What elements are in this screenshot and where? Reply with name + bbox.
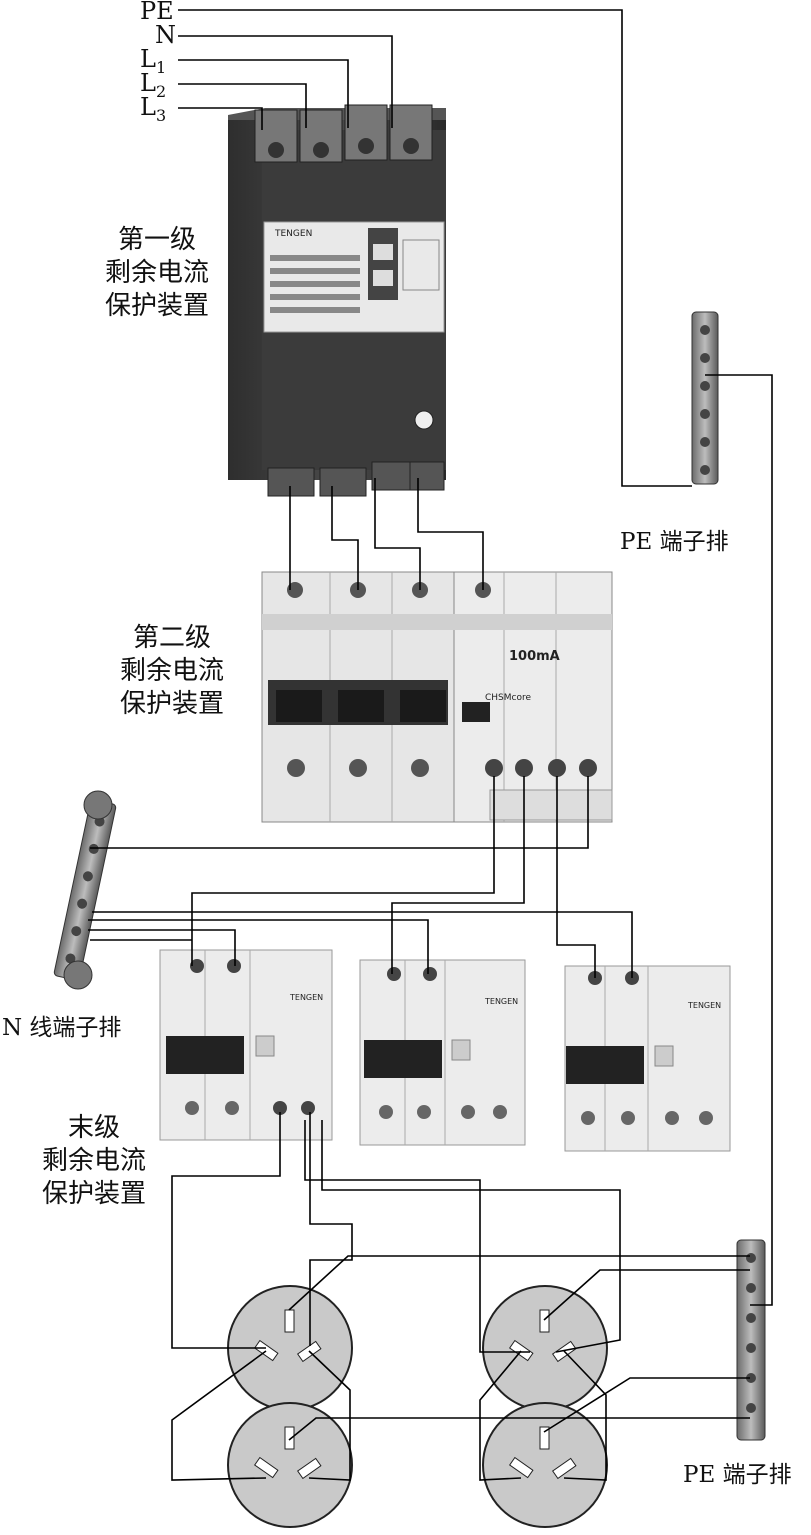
stage1-label: 第一级 剩余电流 保护装置 xyxy=(105,225,210,321)
wire-f1-neutral xyxy=(309,1112,353,1346)
wire-pe-bar-link xyxy=(705,374,773,1306)
svg-text:TENGEN: TENGEN xyxy=(289,993,323,1002)
socket-2 xyxy=(227,1402,353,1528)
pe-terminal-bar-top xyxy=(691,311,719,485)
wire-s3-s4-neutral xyxy=(563,1350,607,1481)
final-stage-label: 末级 剩余电流 保护装置 xyxy=(42,1113,147,1209)
wire-s2-f3 xyxy=(556,776,596,978)
stage2-brand-text: CHSMcore xyxy=(485,693,531,703)
wire-earth-s3 xyxy=(543,1269,750,1321)
wire-s1-s2-2 xyxy=(331,486,359,590)
label-l3-line: L3 xyxy=(140,93,167,125)
stage2-label: 第二级 剩余电流 保护装置 xyxy=(120,623,225,719)
stage1-rcd-device: TENGEN xyxy=(228,104,446,497)
n-terminal-bar-label: N 线端子排 xyxy=(2,1015,122,1041)
stage1-bottom-terminals xyxy=(267,461,445,497)
wires xyxy=(88,9,773,1481)
wire-s3-s4-live xyxy=(479,1350,522,1481)
wire-n-f3 xyxy=(92,911,633,978)
socket-3 xyxy=(482,1285,608,1411)
svg-text:TENGEN: TENGEN xyxy=(484,997,518,1006)
wire-earth-s2 xyxy=(288,1417,750,1441)
pe-terminal-bar-bottom-label: PE 端子排 xyxy=(683,1462,792,1488)
final-rcbo-2: TENGEN xyxy=(359,959,526,1146)
wire-earth-s4 xyxy=(543,1377,750,1433)
wire-earth-s1 xyxy=(288,1255,750,1311)
stage2-rating: 100mA xyxy=(509,649,560,664)
wire-s2-f2 xyxy=(391,776,525,974)
wire-f1-live xyxy=(171,1112,281,1349)
wire-pe-incoming xyxy=(178,9,692,487)
wire-s2-n xyxy=(90,776,589,849)
wire-f1-live-b xyxy=(321,1120,621,1353)
wire-l1-incoming xyxy=(178,59,349,128)
wire-s1-s2-4 xyxy=(417,478,484,590)
wire-n-f1 xyxy=(88,929,236,966)
socket-4 xyxy=(482,1402,608,1528)
pe-terminal-bar-top-label: PE 端子排 xyxy=(620,529,729,555)
n-terminal-bar xyxy=(53,790,117,990)
pe-terminal-bar-bottom xyxy=(736,1239,766,1441)
label-n-line: N xyxy=(155,21,176,49)
wire-s1-s2-3 xyxy=(374,478,421,590)
wire-n-f2 xyxy=(88,919,429,974)
wire-s1-s2-neutral xyxy=(308,1350,351,1481)
final-rcbo-1: TENGEN xyxy=(159,949,333,1141)
wire-f1-neutral-b xyxy=(304,1120,530,1353)
final-rcbo-3: TENGEN xyxy=(564,965,731,1152)
wire-s1-s2-live xyxy=(171,1350,267,1481)
wire-l2-incoming xyxy=(178,83,307,128)
stage1-brand-text: TENGEN xyxy=(274,229,312,239)
wire-n-incoming xyxy=(178,35,393,128)
stage2-rcd-device: 100mA CHSMcore xyxy=(261,571,613,823)
label-l2-line: L2 xyxy=(140,69,167,101)
label-l1-line: L1 xyxy=(140,45,167,77)
svg-text:TENGEN: TENGEN xyxy=(687,1001,721,1010)
wire-l3-incoming xyxy=(178,107,263,130)
stage1-top-terminals xyxy=(254,104,433,163)
label-pe-line: PE xyxy=(140,0,174,25)
